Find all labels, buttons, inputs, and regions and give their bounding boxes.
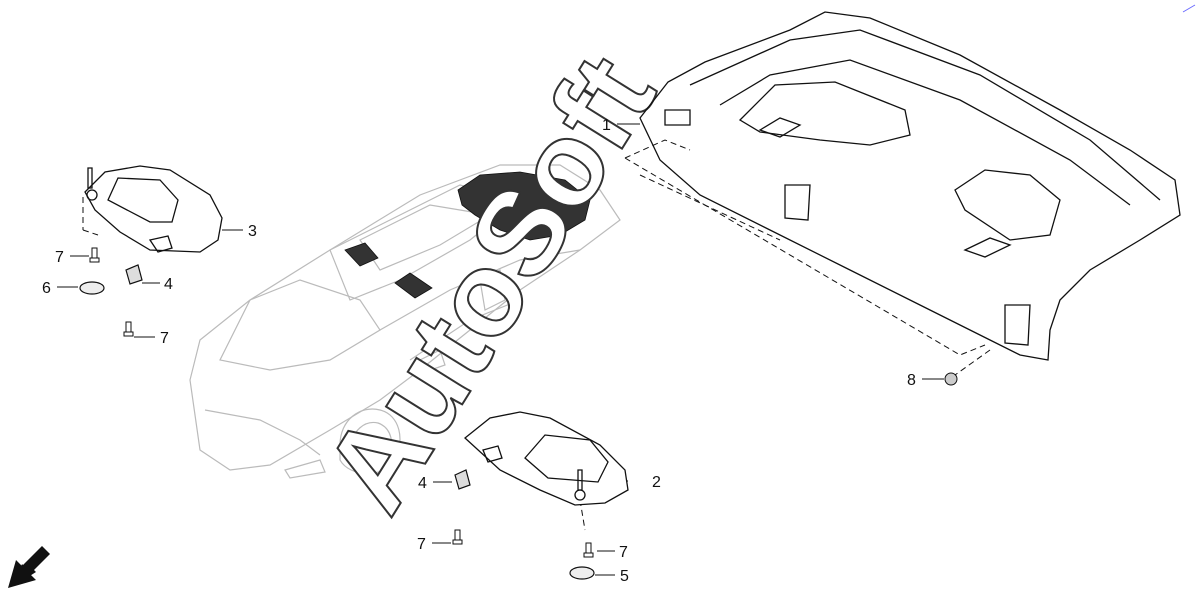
screw-left-upper bbox=[89, 247, 100, 263]
cover-left bbox=[79, 281, 105, 295]
callout-4-left: 4 bbox=[164, 276, 173, 293]
screw-right-visor bbox=[583, 542, 594, 558]
callout-4-right: 4 bbox=[418, 475, 427, 492]
front-arrow-shape bbox=[8, 546, 50, 588]
callout-7-right-clip: 7 bbox=[417, 536, 426, 553]
callout-2: 2 bbox=[652, 474, 661, 491]
callout-7-left-upper: 7 bbox=[55, 249, 64, 266]
screw-left-lower bbox=[123, 321, 134, 337]
sunvisor-left bbox=[84, 165, 223, 253]
callout-5: 5 bbox=[620, 568, 629, 585]
clip-right bbox=[454, 469, 471, 490]
rear-shelf bbox=[639, 11, 1181, 361]
callout-8: 8 bbox=[907, 372, 916, 389]
callout-3: 3 bbox=[248, 223, 257, 240]
push-clip bbox=[944, 372, 958, 386]
callout-7-right-visor: 7 bbox=[619, 544, 628, 561]
cover-right bbox=[569, 566, 595, 580]
sunvisor-left-dashed bbox=[82, 197, 99, 236]
sunvisor-right bbox=[464, 411, 629, 506]
callout-numbers: 1 2 3 4 4 5 6 7 7 7 7 8 bbox=[42, 117, 916, 585]
callout-1: 1 bbox=[602, 117, 611, 134]
shelf-dashed-guides bbox=[624, 139, 991, 376]
car-highlighted-parts bbox=[344, 171, 591, 299]
callout-7-left-lower: 7 bbox=[160, 330, 169, 347]
clip-left bbox=[125, 264, 143, 285]
corner-mark-icon bbox=[1182, 4, 1196, 13]
callout-6: 6 bbox=[42, 280, 51, 297]
screw-right-clip bbox=[452, 529, 463, 545]
car-ghost-outline bbox=[189, 164, 621, 479]
